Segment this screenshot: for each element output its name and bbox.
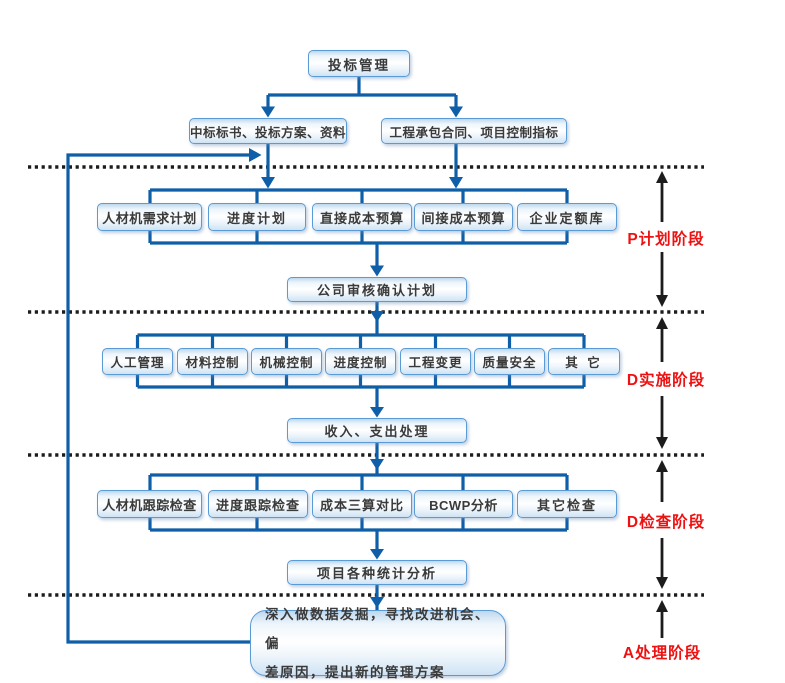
flow-connectors [66, 77, 586, 644]
node-data-mining-improvement: 深入做数据发掘，寻找改进机会、偏 差原因，提出新的管理方案 [250, 607, 506, 680]
node-other-checks: 其它检查 [517, 490, 617, 518]
node-direct-cost-budget: 直接成本预算 [312, 203, 412, 231]
node-indirect-cost-budget: 间接成本预算 [414, 203, 513, 231]
node-project-statistical-analysis: 项目各种统计分析 [287, 560, 467, 585]
stage-label-do: D实施阶段 [626, 372, 706, 389]
stage-label-act: A处理阶段 [622, 645, 702, 662]
node-schedule-tracking-check: 进度跟踪检查 [208, 490, 308, 518]
stage-span-arrows [656, 171, 668, 638]
node-other: 其 它 [548, 348, 620, 375]
node-bid-documents: 中标标书、投标方案、资料 [189, 118, 347, 144]
flow-arrowheads [249, 106, 463, 608]
node-contract-indicators: 工程承包合同、项目控制指标 [381, 118, 567, 144]
node-labor-management: 人工管理 [102, 348, 173, 375]
node-resource-tracking-check: 人材机跟踪检查 [97, 490, 202, 518]
node-company-review-confirm-plan: 公司审核确认计划 [287, 277, 467, 302]
node-schedule-plan: 进度计划 [208, 203, 306, 231]
node-resource-demand-plan: 人材机需求计划 [97, 203, 202, 231]
node-bcwp-analysis: BCWP分析 [414, 490, 513, 518]
stage-label-plan: P计划阶段 [627, 231, 705, 248]
feedback-arrowhead [249, 148, 262, 162]
node-bid-management: 投标管理 [308, 50, 410, 77]
node-machinery-control: 机械控制 [251, 348, 322, 375]
improvement-text-line2: 差原因，提出新的管理方案 [265, 664, 445, 680]
node-material-control: 材料控制 [177, 348, 248, 375]
stage-label-check: D检查阶段 [626, 514, 706, 531]
node-cost-three-calc-comparison: 成本三算对比 [312, 490, 412, 518]
improvement-text-line1: 深入做数据发掘，寻找改进机会、偏 [265, 606, 490, 651]
node-income-expense-processing: 收入、支出处理 [287, 418, 467, 443]
feedback-loop-line [66, 153, 250, 644]
node-enterprise-quota-library: 企业定额库 [517, 203, 617, 231]
node-engineering-change: 工程变更 [400, 348, 471, 375]
node-quality-safety: 质量安全 [474, 348, 545, 375]
node-schedule-control: 进度控制 [325, 348, 396, 375]
